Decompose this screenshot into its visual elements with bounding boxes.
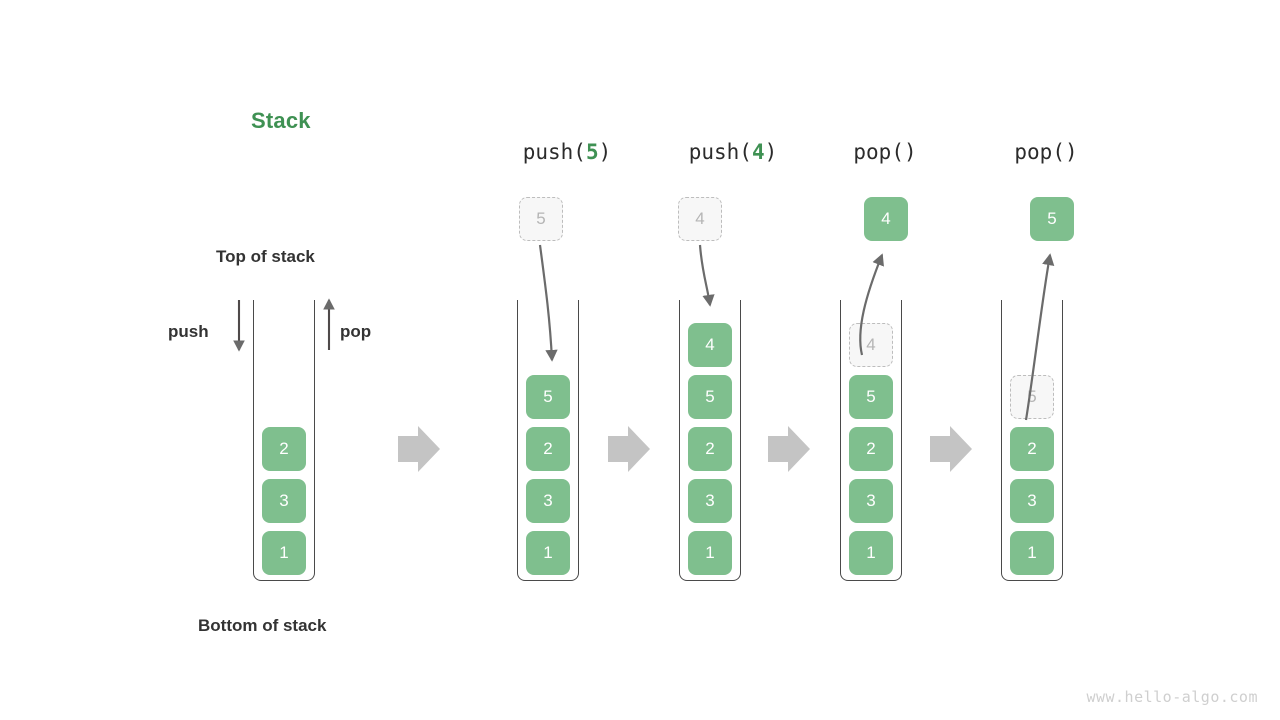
op-name: push(: [522, 140, 586, 164]
stack-cell-removed: 4: [849, 323, 893, 367]
step-arrow-4: [930, 426, 972, 472]
stack-cells-after-push-5: 5 2 3 1: [526, 375, 570, 575]
stack-cell: 3: [526, 479, 570, 523]
stack-container-after-push-4: 4 5 2 3 1: [679, 300, 741, 581]
stack-cells-after-pop-1: 4 5 2 3 1: [849, 323, 893, 575]
op-argument: 5: [585, 140, 599, 164]
popped-value-4: 4: [864, 197, 908, 241]
stack-cell: 3: [688, 479, 732, 523]
stack-container-after-pop-1: 4 5 2 3 1: [840, 300, 902, 581]
watermark: www.hello-algo.com: [1086, 688, 1258, 706]
op-name: pop(): [1014, 140, 1078, 164]
page-title: Stack: [251, 108, 311, 133]
stack-cell: 3: [1010, 479, 1054, 523]
stack-cell: 3: [262, 479, 306, 523]
stack-cells-initial: 2 3 1: [262, 427, 306, 575]
operation-label-pop-2: pop(): [1014, 140, 1077, 164]
stack-cell: 4: [688, 323, 732, 367]
stack-cell: 2: [688, 427, 732, 471]
stack-cell-removed: 5: [1010, 375, 1054, 419]
op-name: push(: [688, 140, 752, 164]
stack-wall: [679, 300, 741, 581]
stack-cell: 1: [262, 531, 306, 575]
push-label: push: [168, 322, 209, 341]
pop-label: pop: [340, 322, 372, 341]
stack-container-after-pop-2: 5 2 3 1: [1001, 300, 1063, 581]
stack-wall: [1001, 300, 1063, 581]
stack-cell: 2: [1010, 427, 1054, 471]
stack-cell: 2: [526, 427, 570, 471]
stack-wall: [517, 300, 579, 581]
stack-cell: 1: [688, 531, 732, 575]
stack-container-initial: 2 3 1: [253, 300, 315, 581]
stack-wall: [840, 300, 902, 581]
stack-cell: 5: [849, 375, 893, 419]
top-of-stack-label: Top of stack: [216, 247, 315, 266]
stack-cell: 5: [688, 375, 732, 419]
stack-cell: 3: [849, 479, 893, 523]
step-arrow-3: [768, 426, 810, 472]
stack-cell: 5: [526, 375, 570, 419]
operation-label-push-4: push(4): [689, 140, 778, 164]
stack-container-after-push-5: 5 2 3 1: [517, 300, 579, 581]
stack-wall: [253, 300, 315, 581]
op-close-paren: ): [598, 140, 612, 164]
step-arrow-2: [608, 426, 650, 472]
op-name: pop(): [853, 140, 917, 164]
push-4-flow-arrow: [698, 244, 715, 307]
stack-cell: 1: [849, 531, 893, 575]
stack-cell: 1: [1010, 531, 1054, 575]
stack-cell: 1: [526, 531, 570, 575]
stack-cell: 2: [262, 427, 306, 471]
popped-value-5: 5: [1030, 197, 1074, 241]
pending-push-value-4: 4: [678, 197, 722, 241]
stack-cells-after-pop-2: 5 2 3 1: [1010, 375, 1054, 575]
stack-cell: 2: [849, 427, 893, 471]
operation-label-push-5: push(5): [523, 140, 612, 164]
operation-label-pop-1: pop(): [853, 140, 916, 164]
op-argument: 4: [751, 140, 765, 164]
stack-cells-after-push-4: 4 5 2 3 1: [688, 323, 732, 575]
op-close-paren: ): [764, 140, 778, 164]
bottom-of-stack-label: Bottom of stack: [198, 616, 327, 635]
pending-push-value-5: 5: [519, 197, 563, 241]
step-arrow-1: [398, 426, 440, 472]
